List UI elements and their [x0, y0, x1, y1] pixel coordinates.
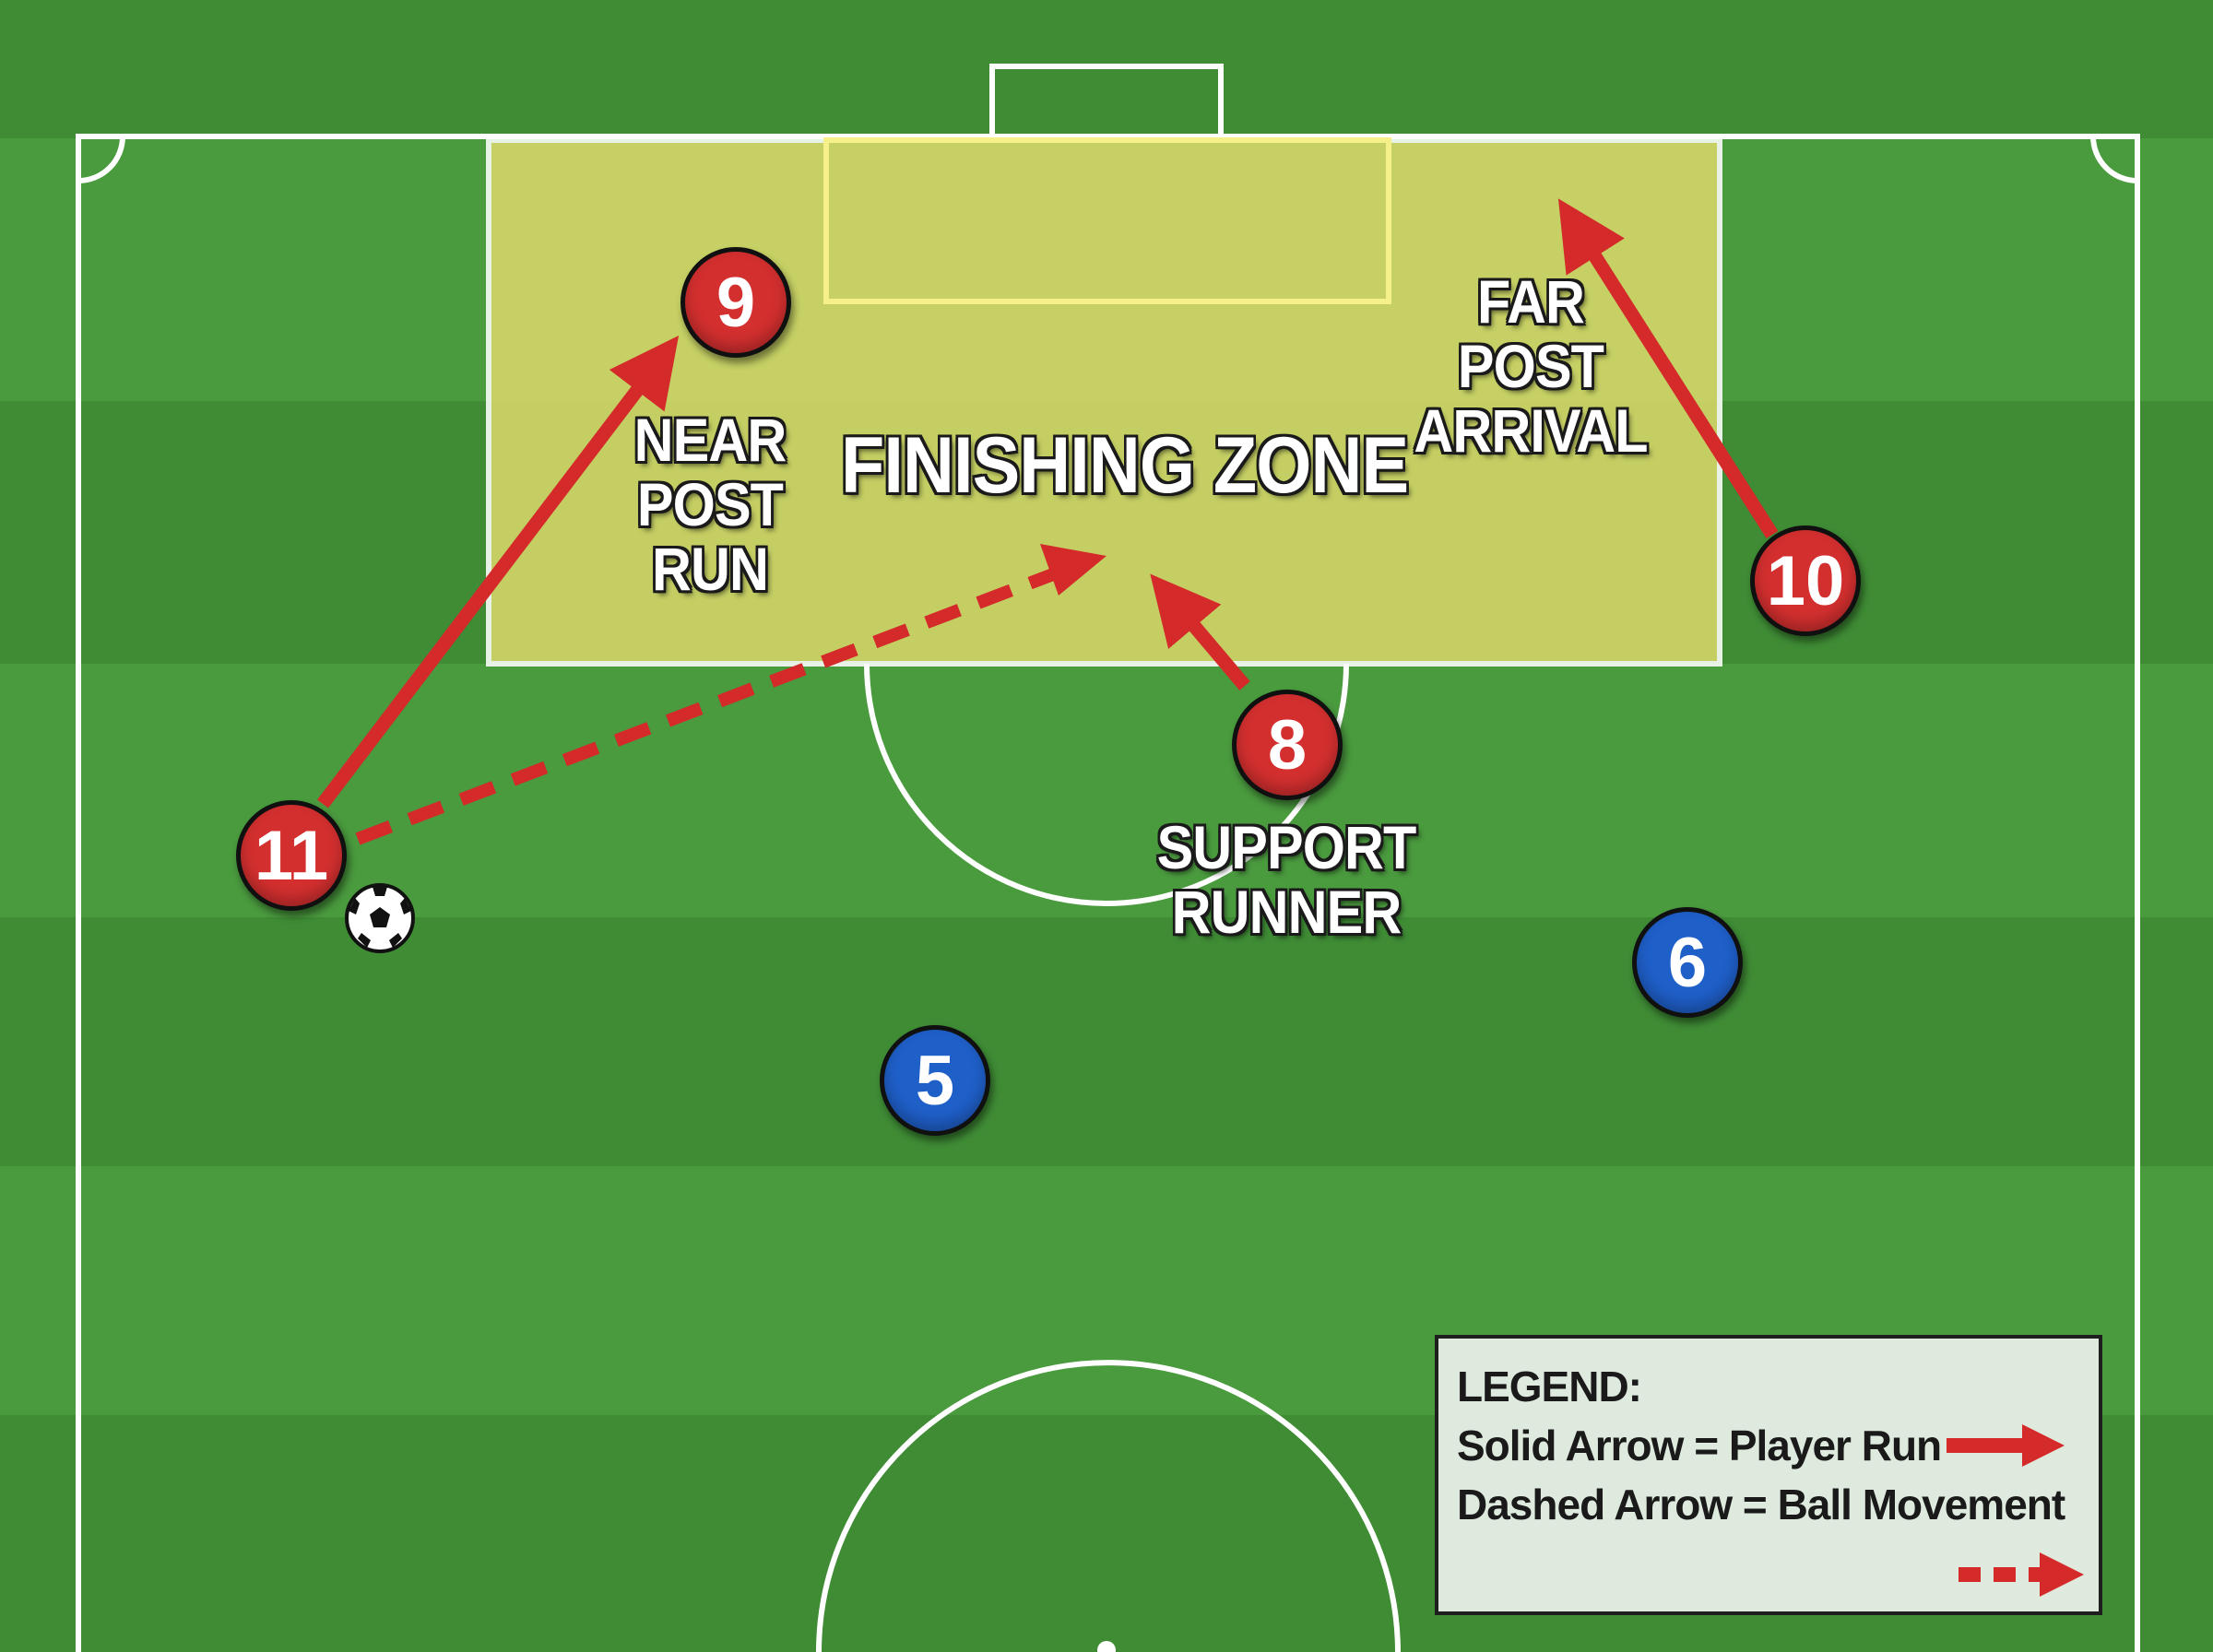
- goal: [989, 64, 1224, 136]
- attacker-player-8[interactable]: 8: [1232, 690, 1343, 800]
- near-post-label-line-1: NEAR: [633, 406, 787, 474]
- support-label-line-2: RUNNER: [1171, 878, 1402, 946]
- far-post-arrival-label: FAR POST ARRIVAL: [1406, 269, 1655, 463]
- dashed-pass-line: [355, 565, 1063, 845]
- attacker-player-9[interactable]: 9: [680, 247, 791, 358]
- far-post-label-line-2: POST: [1457, 332, 1604, 400]
- near-post-label-line-2: POST: [636, 470, 784, 538]
- run-arrow-11-to-9: [317, 336, 680, 808]
- finishing-zone-area: [486, 137, 1722, 667]
- corner-arc-left: [77, 136, 125, 183]
- center-circle: [816, 1360, 1401, 1652]
- far-post-label-line-1: FAR: [1476, 267, 1585, 336]
- attacker-player-10[interactable]: 10: [1750, 525, 1861, 636]
- ball-movement-arrow: [355, 544, 1106, 845]
- dashed-pass-arrowhead: [1040, 544, 1106, 596]
- run-arrow-8-support: [1150, 573, 1250, 690]
- legend-row-dashed: Dashed Arrow = Ball Movement: [1457, 1475, 2099, 1534]
- support-label-line-1: SUPPORT: [1156, 813, 1417, 881]
- finishing-zone-title: FINISHING ZONE: [841, 421, 1409, 510]
- defender-player-6[interactable]: 6: [1632, 907, 1743, 1018]
- legend-row-solid: Solid Arrow = Player Run: [1457, 1416, 2099, 1475]
- dashed-arrow-icon: [1959, 1552, 2084, 1597]
- near-post-label-line-3: RUN: [652, 535, 769, 603]
- attacker-player-11[interactable]: 11: [236, 800, 347, 911]
- touchline: [76, 134, 2140, 1652]
- player-run-arrows: [317, 198, 1779, 808]
- center-spot: [1097, 1641, 1116, 1652]
- support-runner-label: SUPPORT RUNNER: [1150, 815, 1424, 944]
- run-arrow-10-far-post: [1557, 198, 1779, 539]
- solid-arrow-icon: [1947, 1424, 2065, 1467]
- defender-player-5[interactable]: 5: [880, 1025, 990, 1136]
- six-yard-box: [823, 137, 1391, 304]
- pitch-lines: [76, 64, 2140, 1652]
- soccer-ball-icon: [345, 883, 415, 953]
- near-post-run-label: NEAR POST RUN: [619, 407, 801, 601]
- legend-dashed-text: Dashed Arrow = Ball Movement: [1457, 1481, 2065, 1528]
- legend-title: LEGEND:: [1457, 1363, 1642, 1410]
- legend-box: LEGEND: Solid Arrow = Player Run Dashed …: [1435, 1335, 2102, 1615]
- corner-arc-right: [2090, 136, 2138, 183]
- far-post-label-line-3: ARRIVAL: [1414, 396, 1648, 465]
- legend-solid-text: Solid Arrow = Player Run: [1457, 1422, 1942, 1469]
